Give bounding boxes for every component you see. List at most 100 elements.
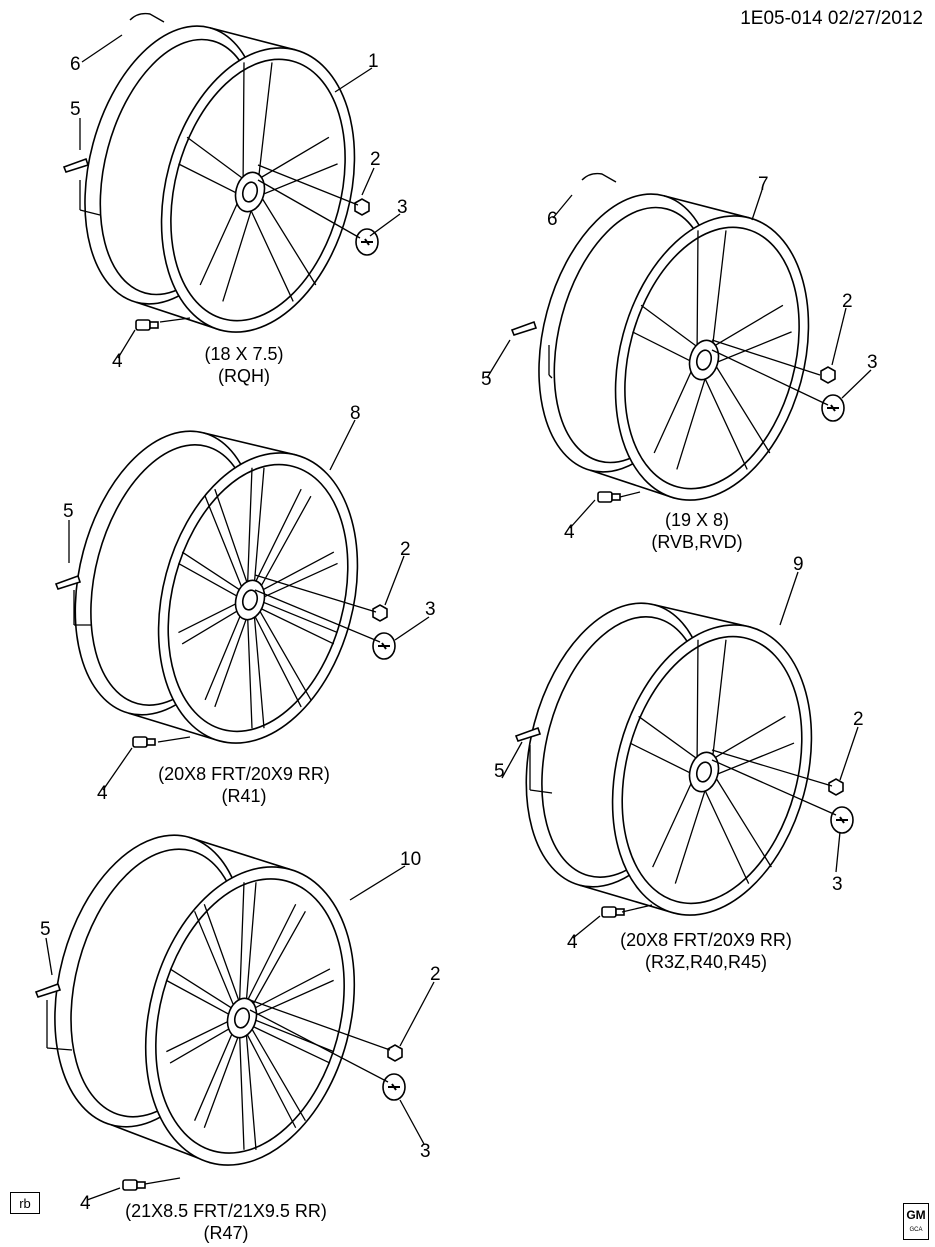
tpms-sensor-icon	[601, 906, 625, 918]
leader-line	[399, 981, 435, 1047]
leader-line	[711, 339, 821, 376]
leader-line	[157, 736, 191, 743]
leader-line	[188, 836, 290, 870]
rim-lip	[170, 58, 346, 322]
leader-line	[399, 1099, 425, 1145]
callout-10: 10	[400, 849, 422, 870]
weight-body	[62, 157, 90, 173]
leader-line	[835, 831, 841, 873]
lug-nut-icon	[354, 198, 370, 216]
leader-line	[486, 339, 511, 379]
callout-2-lug-nut: 2	[430, 964, 441, 985]
leader-line	[249, 999, 391, 1051]
leader-line	[663, 194, 750, 219]
leader-line	[135, 301, 221, 331]
center-cap-icon	[372, 632, 396, 660]
callout-2-lug-nut: 2	[370, 149, 381, 170]
callout-5-balance-weight: 5	[70, 99, 81, 120]
sensor-stem	[136, 1181, 146, 1189]
wheel-size: (20X8 FRT/20X9 RR)	[620, 930, 792, 950]
leader-line	[572, 915, 601, 939]
balance-weight-icon	[514, 726, 542, 742]
wheel-option-codes: (R41)	[221, 786, 267, 806]
balance-weight-icon	[54, 574, 82, 590]
lug-nut-icon	[828, 778, 844, 796]
hub	[234, 579, 266, 621]
wheel-8-drawing	[74, 430, 359, 744]
leader-line	[81, 34, 123, 63]
leader-line	[203, 432, 297, 456]
leader-line	[46, 1047, 73, 1051]
leader-line	[361, 167, 375, 196]
leader-line	[711, 749, 833, 787]
wheel-1-drawing	[84, 25, 356, 333]
leader-line	[779, 571, 799, 626]
bowtie-emblem	[388, 1083, 400, 1091]
leader-line	[619, 491, 641, 498]
leader-line	[254, 589, 381, 643]
spoke	[242, 62, 273, 193]
leader-line	[529, 789, 553, 794]
leader-line	[369, 213, 401, 237]
wheel-size: (18 X 7.5)	[204, 344, 284, 364]
tpms-sensor-icon	[122, 1179, 146, 1191]
hub-bore	[233, 1007, 251, 1029]
bowtie-emblem	[836, 816, 848, 824]
leader-line	[501, 741, 523, 779]
callout-1: 1	[368, 51, 379, 72]
wheel-8-caption: (20X8 FRT/20X9 RR) (R41)	[158, 763, 330, 807]
callout-7: 7	[758, 174, 769, 195]
leader-line	[159, 317, 191, 323]
lug-nut-icon	[372, 604, 388, 622]
balance-weight-icon	[62, 157, 90, 173]
leader-line	[711, 759, 837, 816]
leader-line	[79, 209, 101, 216]
leader-line	[144, 1177, 181, 1185]
leader-line	[548, 374, 553, 379]
wheel-option-codes: (R47)	[203, 1223, 249, 1243]
bowtie-emblem	[827, 404, 839, 412]
leader-line	[552, 194, 573, 219]
leader-line	[45, 937, 53, 976]
callout-4-tpms-sensor: 4	[112, 351, 123, 372]
center-cap-icon	[830, 806, 854, 834]
leader-line	[209, 26, 296, 51]
sensor-stem	[611, 493, 621, 501]
center-cap-icon	[382, 1073, 406, 1101]
spoke	[238, 882, 257, 1019]
rim-lip	[624, 226, 800, 490]
leader-line	[831, 307, 847, 366]
bowtie-emblem	[361, 238, 373, 246]
callout-2-lug-nut: 2	[400, 539, 411, 560]
leader-line	[102, 747, 133, 791]
lug-nut-icon	[387, 1044, 403, 1062]
wheel-option-codes: (RQH)	[217, 366, 270, 386]
leader-line	[654, 604, 751, 628]
tpms-sensor-icon	[597, 491, 621, 503]
wheel-1-caption: (18 X 7.5) (RQH)	[204, 343, 283, 387]
leader-line	[841, 369, 872, 399]
callout-5-balance-weight: 5	[481, 369, 492, 390]
bowtie-emblem	[378, 642, 390, 650]
valve-body	[581, 172, 617, 183]
rb-badge: rb	[10, 1192, 40, 1214]
lug-nut-body	[820, 366, 836, 384]
callout-6-valve-stem: 6	[547, 209, 558, 230]
hub-bore	[695, 349, 713, 371]
wheel-7-drawing	[538, 193, 810, 501]
callout-2-lug-nut: 2	[842, 291, 853, 312]
leader-line	[249, 1009, 389, 1083]
spoke	[246, 488, 312, 603]
spoke	[697, 767, 772, 884]
leader-line	[711, 349, 829, 406]
wheel-9-drawing	[525, 602, 813, 916]
leader-line	[349, 865, 406, 901]
leader-line	[257, 179, 361, 239]
hub	[234, 171, 266, 213]
leader-line	[329, 419, 356, 471]
leader-line	[589, 469, 675, 499]
spoke	[246, 597, 312, 708]
wheel-size: (20X8 FRT/20X9 RR)	[158, 764, 330, 784]
wheel-9-caption: (20X8 FRT/20X9 RR) (R3Z,R40,R45)	[620, 929, 792, 973]
